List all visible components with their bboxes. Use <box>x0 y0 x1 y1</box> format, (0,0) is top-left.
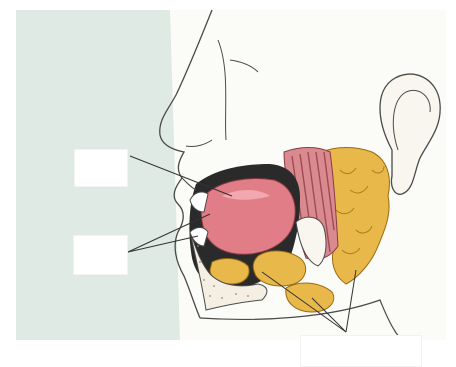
label-box-top[interactable] <box>74 149 128 187</box>
label-box-bottom[interactable] <box>300 335 422 367</box>
submandibular-gland <box>253 251 305 286</box>
label-box-middle[interactable] <box>73 235 128 275</box>
